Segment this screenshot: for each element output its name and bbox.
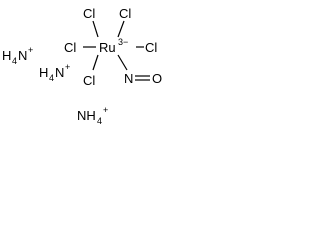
bonds [83,20,150,81]
ammonium-ion-2: H 4 N + [39,62,70,83]
ion2-charge: + [65,62,70,72]
atom-cl-top-right: Cl [119,6,131,21]
atom-ru: Ru [99,40,116,55]
ion3-subscript: 4 [97,116,102,126]
chemical-structure-diagram: Cl Cl Cl Cl Cl Ru 3− N O H 4 N + H 4 N +… [2,6,162,126]
ion3-charge: + [103,105,108,115]
ion2-subscript: 4 [49,73,54,83]
ammonium-ion-1: H 4 N + [2,45,33,66]
atom-o-nitrosyl: O [152,71,162,86]
bond-ru-cl-top-right [117,20,125,38]
atom-cl-left: Cl [64,40,76,55]
ammonium-ion-3: NH 4 + [77,105,108,126]
bond-ru-cl-top-left [92,20,99,38]
atom-cl-top-left: Cl [83,6,95,21]
atom-n-nitrosyl: N [124,71,133,86]
ion2-n: N [55,65,64,80]
ion1-subscript: 4 [12,56,17,66]
bond-ru-n [117,54,128,71]
ion1-n: N [18,48,27,63]
bond-ru-cl-bottom [92,54,99,71]
ion1-charge: + [28,45,33,55]
ion3-nh: NH [77,108,96,123]
ru-charge: 3− [118,37,128,47]
ion1-h: H [2,48,11,63]
ion2-h: H [39,65,48,80]
atom-cl-bottom: Cl [83,73,95,88]
atom-cl-right: Cl [145,40,157,55]
